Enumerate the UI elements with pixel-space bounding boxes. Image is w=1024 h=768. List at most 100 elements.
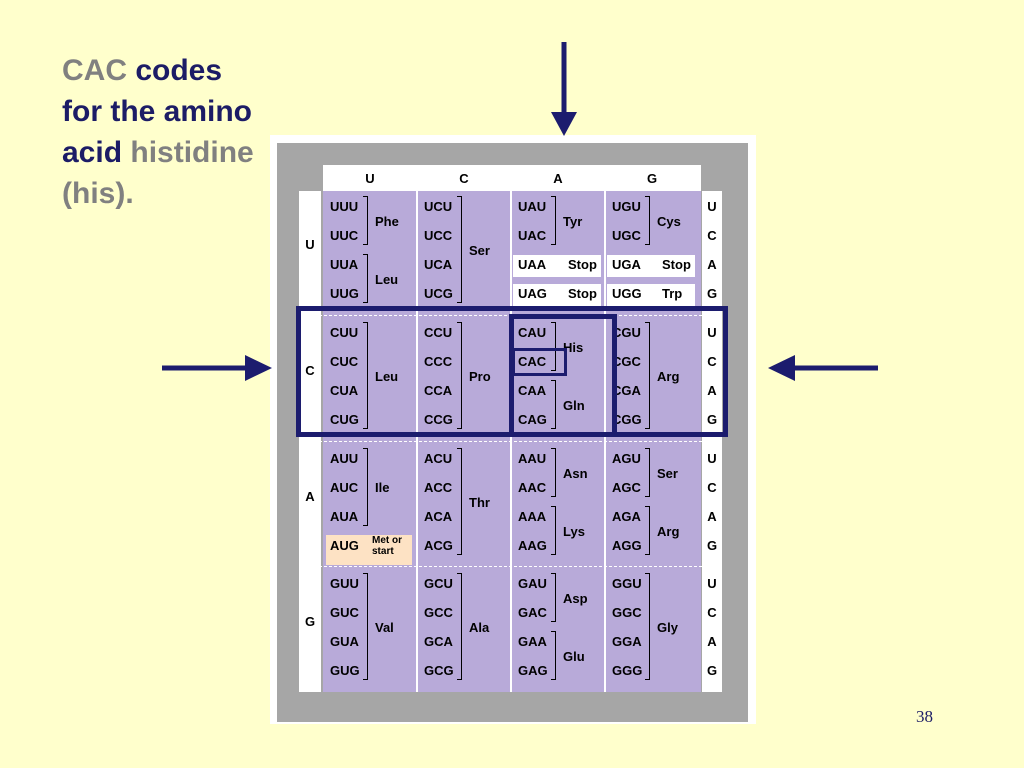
codon-UCU: UCU — [424, 199, 453, 214]
codon-ACU: ACU — [424, 451, 453, 466]
frame-bottom — [277, 692, 748, 722]
third-base-G: G — [706, 412, 718, 427]
third-base-G: G — [706, 538, 718, 553]
amino-acid-label: Glu — [563, 648, 585, 664]
codon-CUC: CUC — [330, 354, 359, 369]
codon-CAU: CAU — [518, 325, 547, 340]
start-box — [326, 535, 412, 565]
bracket — [457, 196, 462, 303]
stop-box — [513, 284, 601, 306]
bracket — [363, 254, 368, 303]
codon-UUG: UUG — [330, 286, 359, 301]
his-gln-block-highlight — [509, 314, 617, 437]
codon-UAG: UAG — [518, 286, 547, 301]
second-base-row — [323, 167, 701, 189]
frame-top — [277, 143, 748, 165]
codon-AUA: AUA — [330, 509, 359, 524]
codon-AGG: AGG — [612, 538, 642, 553]
codon-UUC: UUC — [330, 228, 359, 243]
codon-UCG: UCG — [424, 286, 453, 301]
codon-GGC: GGC — [612, 605, 642, 620]
amino-acid-label: Pro — [469, 368, 491, 384]
codon-CCG: CCG — [424, 412, 453, 427]
codon-AAG: AAG — [518, 538, 547, 553]
codon-AGA: AGA — [612, 509, 641, 524]
codon-UUA: UUA — [330, 257, 359, 272]
amino-acid-label: Ala — [469, 619, 490, 635]
amino-acid-label: Thr — [469, 494, 490, 510]
amino-acid-label: Met or start — [372, 535, 402, 557]
second-base-G: G — [646, 171, 658, 186]
codon-CGA: CGA — [612, 383, 641, 398]
codon-ACC: ACC — [424, 480, 453, 495]
codon-AGC: AGC — [612, 480, 641, 495]
amino-acid-label: Leu — [375, 368, 399, 384]
codon-CGU: CGU — [612, 325, 641, 340]
title-text: codes for the amino acid — [62, 54, 253, 169]
third-base-U: U — [707, 199, 717, 214]
amino-acid-label: Arg — [657, 368, 680, 384]
stop-box — [513, 255, 601, 277]
third-base-C: C — [707, 605, 717, 620]
third-base-A: A — [707, 634, 717, 649]
bracket — [645, 322, 650, 429]
codon-UAU: UAU — [518, 199, 547, 214]
amino-acid-label: Ser — [469, 242, 490, 258]
amino-acid-label: His — [563, 339, 584, 355]
codon-UAA: UAA — [518, 257, 547, 272]
column-divider — [604, 191, 606, 692]
third-base-A: A — [707, 509, 717, 524]
second-base-C: C — [459, 171, 469, 186]
bracket — [457, 573, 462, 680]
amino-acid-label: Ser — [657, 465, 678, 481]
amino-acid-label: Cys — [657, 213, 681, 229]
third-base-C: C — [707, 354, 717, 369]
codon-GUA: GUA — [330, 634, 359, 649]
column-divider — [416, 191, 418, 692]
codon-CCC: CCC — [424, 354, 453, 369]
slide-title: CAC codes for the amino acid histidine (… — [62, 50, 262, 214]
codon-CAG: CAG — [518, 412, 547, 427]
codon-GCG: GCG — [424, 663, 454, 678]
bracket — [551, 573, 556, 622]
arrow-left-icon — [768, 355, 878, 381]
codon-GGA: GGA — [612, 634, 642, 649]
codon-AUC: AUC — [330, 480, 359, 495]
codon-GCA: GCA — [424, 634, 453, 649]
amino-acid-label: Phe — [375, 213, 399, 229]
bracket — [645, 448, 650, 497]
bracket — [551, 196, 556, 245]
bracket — [645, 506, 650, 555]
bracket — [645, 196, 650, 245]
codon-GUU: GUU — [330, 576, 359, 591]
third-base-G: G — [706, 663, 718, 678]
bracket — [551, 322, 556, 371]
third-base-A: A — [707, 383, 717, 398]
first-base-A: A — [305, 489, 315, 504]
codon-CGC: CGC — [612, 354, 641, 369]
codon-CCA: CCA — [424, 383, 453, 398]
bracket — [363, 448, 368, 526]
codon-UGA: UGA — [612, 257, 641, 272]
amino-acid-label: Lys — [563, 523, 585, 539]
amino-acid-label: Val — [375, 619, 394, 635]
codon-AUG: AUG — [330, 538, 359, 553]
second-base-U: U — [365, 171, 375, 186]
codon-AAA: AAA — [518, 509, 547, 524]
codon-CUA: CUA — [330, 383, 359, 398]
bracket — [551, 631, 556, 680]
codon-ACA: ACA — [424, 509, 453, 524]
bracket — [363, 573, 368, 680]
codon-UCC: UCC — [424, 228, 453, 243]
title-amino-acid: histidine (his). — [62, 136, 254, 210]
bracket — [551, 448, 556, 497]
bracket — [363, 322, 368, 429]
codon-UGC: UGC — [612, 228, 641, 243]
codon-GUG: GUG — [330, 663, 360, 678]
bracket — [363, 196, 368, 245]
codon-UCA: UCA — [424, 257, 453, 272]
codon-CAC: CAC — [518, 354, 547, 369]
third-base-U: U — [707, 451, 717, 466]
codon-GGU: GGU — [612, 576, 642, 591]
bracket — [457, 322, 462, 429]
